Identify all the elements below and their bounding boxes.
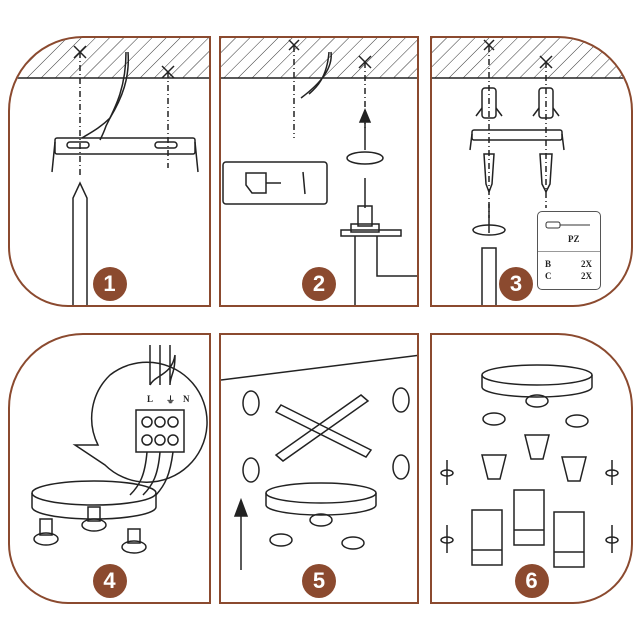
- step-number-badge: 6: [514, 564, 549, 598]
- ground-icon: ⏚: [166, 395, 176, 405]
- bit-type-label: PZ: [568, 234, 580, 244]
- step-4-illustration: [31, 345, 208, 554]
- live-terminal-label: L: [147, 394, 154, 404]
- step-5-illustration: [221, 354, 417, 570]
- step-2-illustration: [221, 38, 417, 305]
- step-number-badge: 5: [302, 564, 336, 598]
- screwdriver-icon: [538, 221, 600, 252]
- step-number-badge: 2: [302, 267, 336, 301]
- neutral-terminal-label: N: [183, 394, 190, 404]
- legend-key-c: C: [545, 271, 552, 281]
- legend-qty-b: 2X: [581, 259, 592, 269]
- legend-key-b: B: [545, 259, 552, 269]
- step-4-panel: L ⏚ N 4: [8, 333, 211, 604]
- tool-legend-box: PZ B 2X C 2X: [537, 211, 601, 290]
- legend-qty-c: 2X: [581, 271, 592, 281]
- step-6-illustration: [440, 364, 619, 568]
- step-3-illustration: [432, 38, 631, 305]
- step-number-badge: 3: [499, 267, 533, 301]
- step-number-badge: 1: [92, 267, 127, 301]
- step-1-illustration: [10, 38, 209, 305]
- step-5-panel: 5: [219, 333, 419, 604]
- step-6-panel: 6: [430, 333, 633, 604]
- step-number-badge: 4: [92, 564, 127, 598]
- step-2-panel: 2: [219, 36, 419, 307]
- step-1-panel: 1: [8, 36, 211, 307]
- step-3-panel: PZ B 2X C 2X 3: [430, 36, 633, 307]
